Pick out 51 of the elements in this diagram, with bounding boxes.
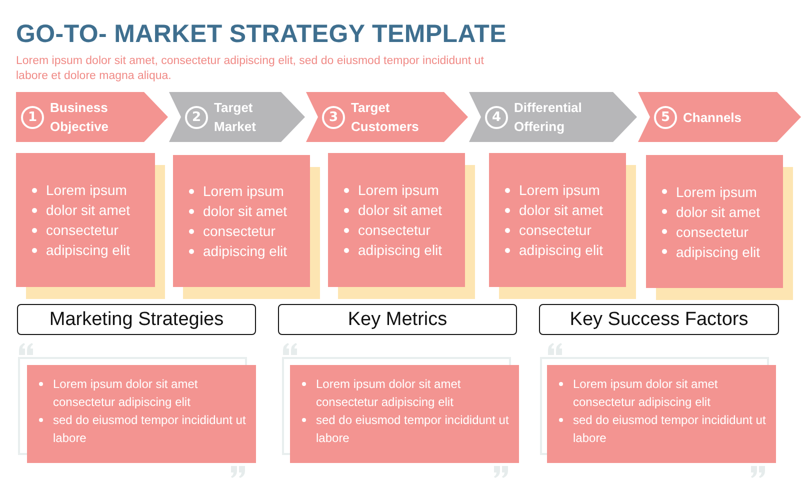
bullet-item: consectetur xyxy=(203,222,276,241)
step-label: Differential Offering xyxy=(514,99,583,136)
bullet-item: Lorem ipsum xyxy=(676,182,757,202)
step-number: 4 xyxy=(485,106,508,128)
chevron-step xyxy=(306,92,468,142)
bullet-item: adipiscing elit xyxy=(358,241,442,260)
bullet-item: Lorem ipsum xyxy=(519,181,600,200)
bullet-item: consectetur xyxy=(676,222,748,242)
bullet-item: sed do eiusmod tempor incididunt ut labore xyxy=(573,412,767,447)
chevron-step xyxy=(469,92,637,142)
bullet-item: adipiscing elit xyxy=(519,241,604,260)
bullet-item: sed do eiusmod tempor incididunt ut labore xyxy=(53,412,247,447)
bullet-item: Lorem ipsum xyxy=(203,182,284,201)
step-label: Business Objective xyxy=(50,99,110,136)
subtitle: Lorem ipsum dolor sit amet, consectetur adipiscing elit, sed do eiusmod tempor incididunt ut labore et dolore magna aliqua. xyxy=(16,54,484,84)
bullet-card xyxy=(489,153,626,287)
bullet-item: consectetur xyxy=(519,221,592,240)
bullet-item: dolor sit amet xyxy=(358,201,442,220)
bullet-item: adipiscing elit xyxy=(676,242,760,262)
step-number: 2 xyxy=(185,106,208,128)
step-label: Channels xyxy=(683,108,742,126)
bullet-item: dolor sit amet xyxy=(676,202,760,222)
bullet-item: adipiscing elit xyxy=(203,242,288,261)
bullet-item: adipiscing elit xyxy=(46,241,130,260)
bullet-item: sed do eiusmod tempor incididunt ut labore xyxy=(316,412,510,447)
bullet-item: Lorem ipsum xyxy=(358,181,439,200)
bullet-card xyxy=(290,365,519,463)
bullet-card xyxy=(27,365,256,463)
step-label: Target Customers xyxy=(351,99,420,136)
bullet-card xyxy=(646,155,783,288)
bullet-item: consectetur xyxy=(358,221,430,240)
bullet-item: Lorem ipsum xyxy=(46,181,127,200)
bullet-item: dolor sit amet xyxy=(519,201,604,220)
bullet-card xyxy=(16,153,155,287)
title: GO-TO- MARKET STRATEGY TEMPLATE xyxy=(16,20,506,49)
step-number: 1 xyxy=(21,106,44,128)
bullet-card xyxy=(547,365,776,463)
bullet-card xyxy=(173,155,310,287)
step-number: 5 xyxy=(654,106,677,128)
section-heading: Key Metrics xyxy=(278,304,517,335)
bullet-item: dolor sit amet xyxy=(203,202,288,221)
section-heading: Key Success Factors xyxy=(539,304,779,335)
section-heading: Marketing Strategies xyxy=(17,304,256,335)
step-label: Target Market xyxy=(214,99,257,136)
step-number: 3 xyxy=(322,106,345,128)
chevron-step xyxy=(16,92,168,142)
bullet-card xyxy=(328,153,465,287)
chevron-step xyxy=(169,92,305,142)
bullet-item: dolor sit amet xyxy=(46,201,130,220)
bullet-item: consectetur xyxy=(46,221,118,240)
chevron-step xyxy=(638,92,801,142)
